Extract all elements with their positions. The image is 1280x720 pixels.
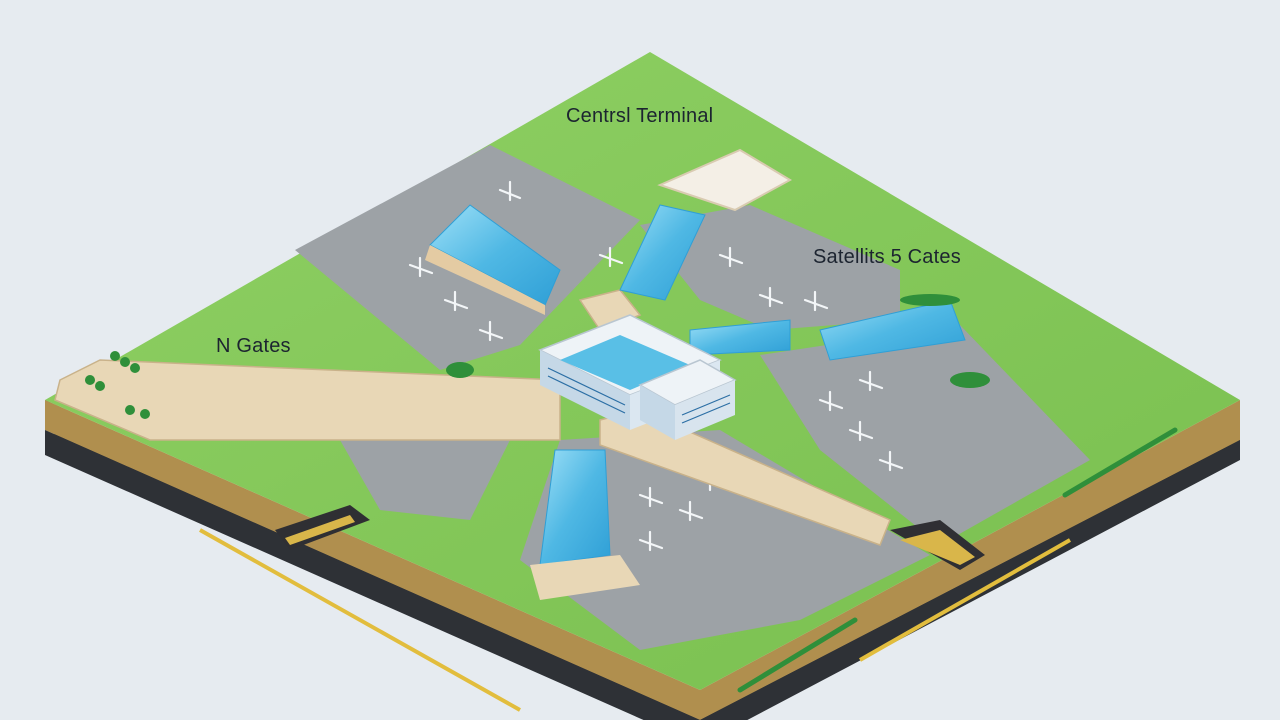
central-terminal-roof [657,148,793,212]
walkway [54,289,891,546]
pier-northwest [425,204,561,315]
rail-line [199,528,1071,712]
pier-east [689,299,966,361]
pier-north [619,204,706,301]
label-satellite-gates: Satellits 5 Cates [813,246,961,268]
base-slab [45,400,1240,720]
pier-south [530,449,640,600]
hedge-row [737,427,1178,693]
rail-tunnel-portal [275,505,985,570]
tree-row [85,294,990,419]
central-terminal-building [538,314,737,440]
label-central-terminal: Centrsl Terminal [566,105,714,127]
label-north-gates: N Gates [216,335,291,357]
